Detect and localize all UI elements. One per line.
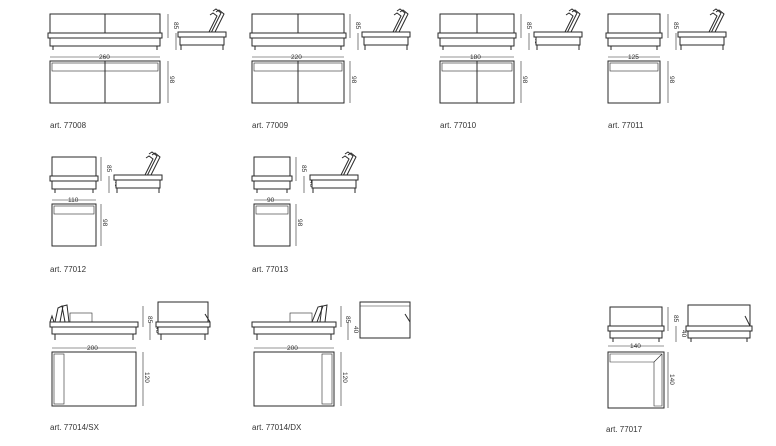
plan-view: 90 98 — [253, 197, 303, 247]
plan-view: 125 98 — [607, 54, 675, 104]
side-elevation — [359, 301, 411, 339]
article-code: art. 77008 — [50, 121, 87, 130]
depth-label: 98 — [350, 76, 357, 84]
front-elevation — [251, 156, 293, 193]
width-label: 140 — [630, 343, 641, 350]
side-elevation — [155, 301, 211, 340]
front-elevation — [49, 304, 139, 340]
seat-height-label: 40 — [352, 326, 359, 334]
module-77011: 85 40 125 98 art. 77011 — [605, 8, 727, 130]
article-code: art. 77017 — [606, 425, 643, 434]
depth-label: 98 — [668, 76, 675, 84]
front-elevation — [251, 304, 337, 340]
plan-view: 180 98 — [439, 54, 528, 104]
width-label: 90 — [267, 197, 275, 204]
article-code: art. 77014/SX — [50, 423, 100, 432]
depth-label: 120 — [143, 372, 150, 383]
side-elevation — [677, 8, 727, 51]
width-label: 110 — [68, 197, 79, 204]
back-height-label: 85 — [300, 165, 307, 173]
side-elevation — [177, 8, 227, 51]
plan-view: 260 98 — [49, 54, 175, 104]
front-elevation — [437, 13, 517, 50]
front-elevation — [605, 13, 663, 50]
side-elevation — [533, 8, 583, 51]
side-elevation — [309, 151, 359, 194]
depth-label: 98 — [101, 219, 108, 227]
width-label: 220 — [291, 54, 302, 61]
module-77008: 85 40 260 98 art. 77008 — [47, 8, 227, 130]
back-height-label: 85 — [672, 22, 679, 30]
article-code: art. 77011 — [608, 121, 644, 130]
module-77014-sx: 85 40 200 120 art. 77014/SX — [49, 301, 211, 432]
back-height-label: 85 — [354, 22, 361, 30]
article-code: art. 77010 — [440, 121, 477, 130]
front-elevation — [49, 156, 99, 193]
depth-label: 120 — [341, 372, 348, 383]
side-elevation — [113, 151, 163, 194]
module-77009: 85 40 220 98 art. 77009 — [249, 8, 411, 130]
plan-view: 200 120 — [51, 345, 150, 407]
back-height-label: 85 — [105, 165, 112, 173]
module-77012: 85 40 110 98 art. 77012 — [49, 151, 163, 274]
back-height-label: 85 — [344, 316, 351, 324]
width-label: 200 — [287, 345, 298, 352]
width-label: 125 — [628, 54, 639, 61]
side-elevation — [361, 8, 411, 51]
back-height-label: 85 — [672, 315, 679, 323]
width-label: 180 — [470, 54, 481, 61]
plan-view: 110 98 — [51, 197, 108, 247]
depth-label: 140 — [668, 374, 675, 385]
plan-view: 220 98 — [251, 54, 357, 104]
front-elevation — [249, 13, 347, 50]
module-77017: 85 40 140 140 art. 77017 — [606, 304, 753, 434]
back-height-label: 85 — [525, 22, 532, 30]
side-elevation — [685, 304, 753, 342]
module-77014-dx: 85 40 200 120 art. 77014/DX — [251, 301, 411, 432]
module-77013: 85 40 90 98 art. 77013 — [251, 151, 359, 274]
back-height-label: 85 — [146, 316, 153, 324]
article-code: art. 77014/DX — [252, 423, 302, 432]
depth-label: 98 — [168, 76, 175, 84]
back-height-label: 85 — [172, 22, 179, 30]
module-77010: 85 40 180 98 art. 77010 — [437, 8, 583, 130]
article-code: art. 77013 — [252, 265, 289, 274]
seat-height-label: 40 — [680, 330, 687, 338]
plan-view: 200 120 — [253, 345, 348, 407]
front-elevation — [607, 306, 665, 342]
depth-label: 98 — [296, 219, 303, 227]
width-label: 260 — [99, 54, 110, 61]
height-dimension: 85 40 — [340, 306, 359, 340]
plan-view: 140 140 — [607, 343, 675, 409]
article-code: art. 77009 — [252, 121, 289, 130]
height-dimension: 85 40 — [667, 307, 687, 342]
article-code: art. 77012 — [50, 265, 87, 274]
front-elevation — [47, 13, 163, 50]
width-label: 200 — [87, 345, 98, 352]
depth-label: 98 — [521, 76, 528, 84]
